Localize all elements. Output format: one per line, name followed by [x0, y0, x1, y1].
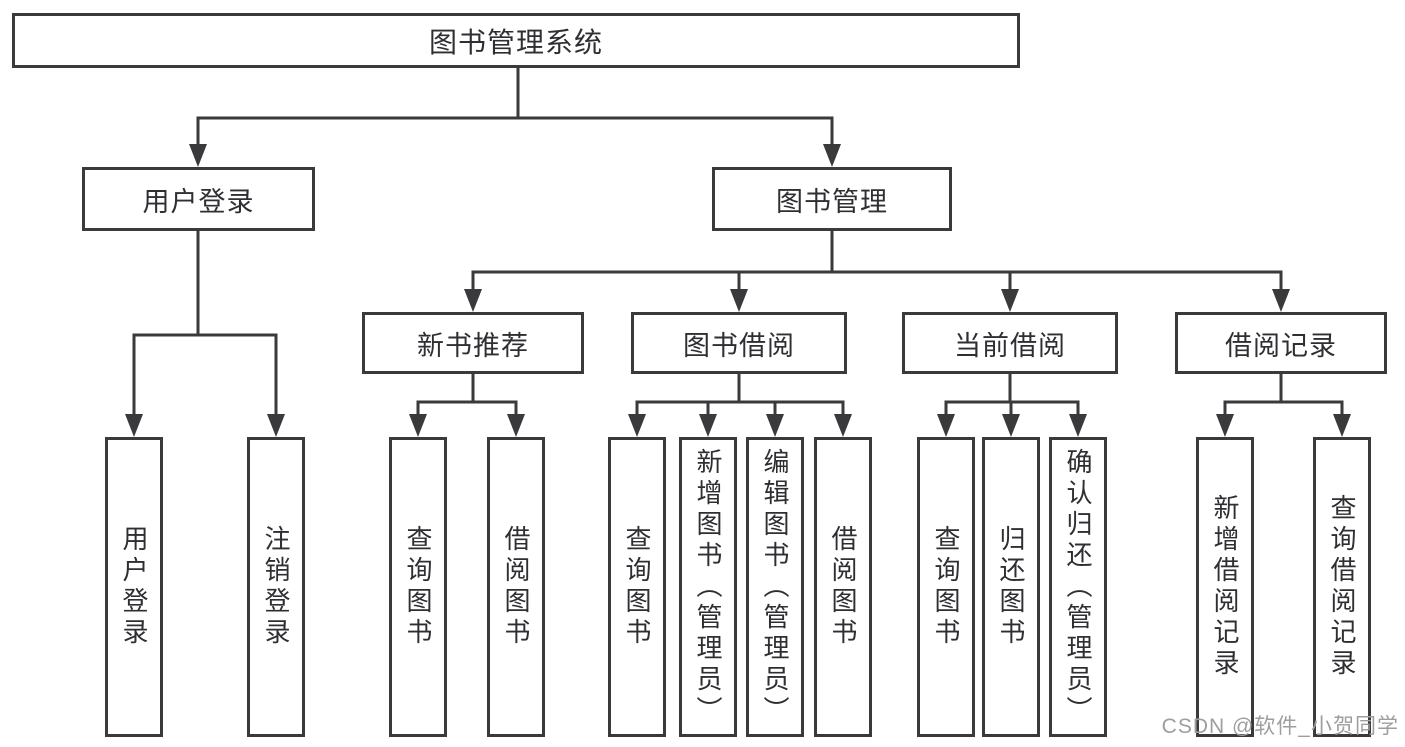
connector-root-to-level2: [189, 66, 841, 167]
leaf-borrow-books-recommend: 借阅图书: [487, 437, 545, 737]
node-label: 借阅记录: [1225, 330, 1337, 361]
node-label: 新书推荐: [417, 330, 529, 361]
leaf-borrow-books: 借阅图书: [814, 437, 872, 737]
node-label: 查询图书: [403, 525, 433, 649]
leaf-query-books-current: 查询图书: [917, 437, 975, 737]
leaf-user-login: 用户登录: [105, 437, 163, 737]
node-label: 借阅图书: [501, 525, 531, 649]
node-book-management: 图书管理: [712, 167, 952, 231]
arrowhead: [823, 144, 841, 167]
node-label: 用户登录: [119, 525, 149, 649]
arrowhead: [628, 414, 646, 437]
connector-current-borrowing-children: [937, 372, 1087, 437]
arrowhead: [267, 414, 285, 437]
connector-user-login-children: [125, 229, 285, 437]
arrowhead: [937, 414, 955, 437]
leaf-add-borrow-record: 新增借阅记录: [1196, 437, 1254, 737]
node-label: 当前借阅: [954, 330, 1066, 361]
node-label: 确认归还（管理员）: [1063, 447, 1093, 727]
node-label: 新增图书（管理员）: [693, 447, 723, 727]
arrowhead: [699, 414, 717, 437]
arrowhead: [1272, 289, 1290, 312]
leaf-edit-books-admin: 编辑图书（管理员）: [746, 437, 804, 737]
node-label: 用户登录: [142, 186, 255, 217]
node-label: 借阅图书: [828, 525, 858, 649]
arrowhead: [834, 414, 852, 437]
arrowhead: [189, 144, 207, 167]
connector-book-management-children: [464, 229, 1290, 312]
arrowhead: [766, 414, 784, 437]
leaf-query-books-borrowing: 查询图书: [608, 437, 666, 737]
arrowhead: [409, 414, 427, 437]
arrowhead: [464, 289, 482, 312]
node-label: 新增借阅记录: [1210, 494, 1240, 680]
arrowhead: [1002, 414, 1020, 437]
connector-new-book-recommend-children: [409, 372, 525, 437]
arrowhead: [125, 414, 143, 437]
leaf-query-books-recommend: 查询图书: [389, 437, 447, 737]
csdn-watermark: CSDN @软件_小贺同学: [1161, 715, 1399, 738]
node-user-login: 用户登录: [82, 167, 315, 231]
node-label: 查询借阅记录: [1327, 494, 1357, 680]
node-label: 查询图书: [622, 525, 652, 649]
node-label: 图书管理系统: [428, 26, 603, 58]
node-label: 图书管理: [776, 186, 888, 217]
node-book-borrowing: 图书借阅: [631, 312, 847, 374]
leaf-logout: 注销登录: [247, 437, 305, 737]
leaf-query-borrow-record: 查询借阅记录: [1313, 437, 1371, 737]
arrowhead: [730, 289, 748, 312]
node-label: 注销登录: [261, 525, 291, 649]
node-label: 查询图书: [931, 525, 961, 649]
node-label: 归还图书: [996, 525, 1026, 649]
arrowhead: [1333, 414, 1351, 437]
leaf-return-books: 归还图书: [982, 437, 1040, 737]
node-label: 图书借阅: [683, 330, 795, 361]
node-label: 编辑图书（管理员）: [760, 447, 790, 727]
leaf-confirm-return-admin: 确认归还（管理员）: [1049, 437, 1107, 737]
arrowhead: [1001, 289, 1019, 312]
node-borrowing-records: 借阅记录: [1175, 312, 1387, 374]
arrowhead: [1069, 414, 1087, 437]
node-new-book-recommend: 新书推荐: [362, 312, 584, 374]
connector-book-borrowing-children: [628, 372, 852, 437]
arrowhead: [1216, 414, 1234, 437]
leaf-add-books-admin: 新增图书（管理员）: [679, 437, 737, 737]
connector-borrowing-records-children: [1216, 372, 1351, 437]
node-library-management-system: 图书管理系统: [12, 13, 1020, 68]
arrowhead: [507, 414, 525, 437]
node-current-borrowing: 当前借阅: [902, 312, 1118, 374]
